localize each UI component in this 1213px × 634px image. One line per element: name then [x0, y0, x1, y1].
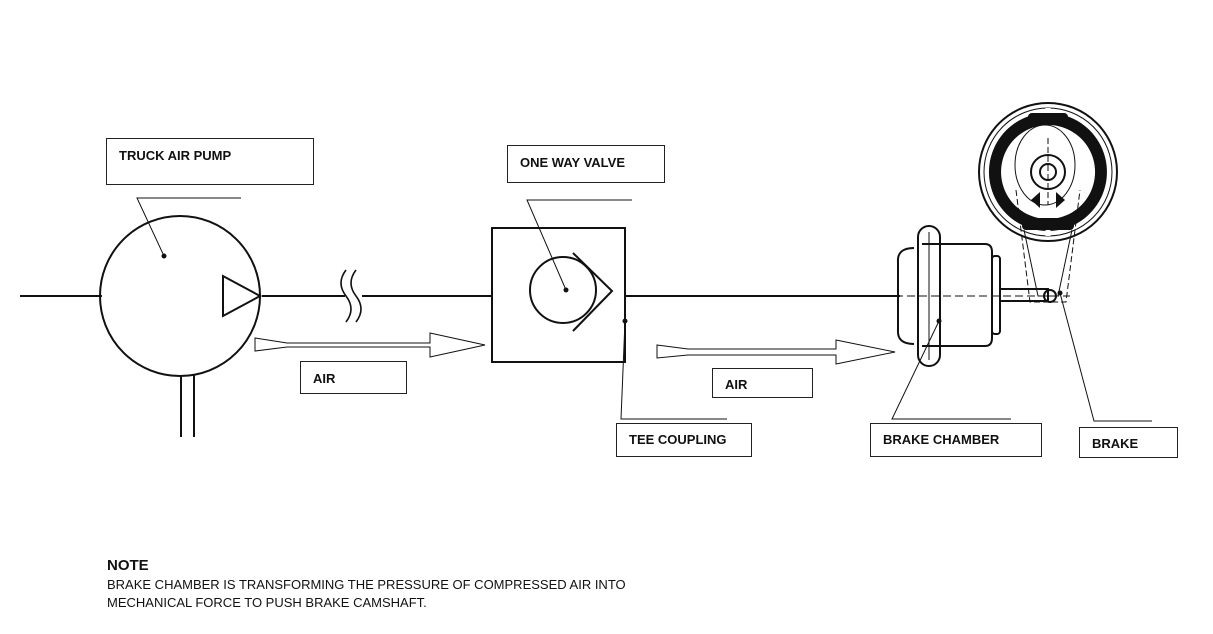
valve-label: ONE WAY VALVE — [507, 145, 665, 183]
brake-chamber-symbol — [896, 225, 1049, 367]
air-label-2: AIR — [712, 368, 813, 398]
air-pump-symbol — [99, 215, 263, 437]
line-break-symbol — [340, 269, 362, 323]
air-label-1: AIR — [300, 361, 407, 394]
air-flow-arrow-2 — [656, 339, 896, 365]
pump-label: TRUCK AIR PUMP — [106, 138, 314, 185]
note-title: NOTE — [107, 557, 149, 574]
note-body: BRAKE CHAMBER IS TRANSFORMING THE PRESSU… — [107, 577, 626, 610]
brake-leader-line — [1059, 292, 1152, 422]
valve-leader-line — [526, 199, 632, 291]
one-way-valve-symbol — [491, 227, 626, 363]
tee-label: TEE COUPLING — [616, 423, 752, 457]
air-flow-arrow-1 — [254, 332, 486, 358]
tee-leader-line — [620, 320, 727, 420]
chamber-leader-line — [891, 320, 1011, 420]
note-section: NOTE BRAKE CHAMBER IS TRANSFORMING THE P… — [107, 557, 667, 612]
chamber-label: BRAKE CHAMBER — [870, 423, 1042, 457]
pump-leader-line — [136, 197, 241, 257]
brake-label: BRAKE — [1079, 427, 1178, 458]
brake-drum-symbol — [978, 102, 1118, 303]
